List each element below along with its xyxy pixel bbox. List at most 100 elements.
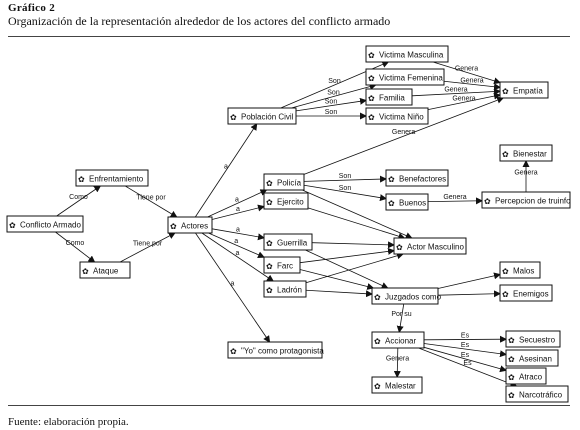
edge-line <box>299 269 375 290</box>
edge-accionar-atraco: Es <box>423 346 507 373</box>
concept-node-icon: ✿ <box>170 222 177 231</box>
node-malestar: ✿ Malestar <box>371 376 423 394</box>
concept-node-icon: ✿ <box>266 262 273 271</box>
node-box <box>505 330 561 348</box>
concept-node-icon: ✿ <box>266 179 273 188</box>
node-ladron: ✿ Ladrón <box>263 280 307 298</box>
edge-label: a <box>236 226 240 233</box>
edge-line <box>432 61 501 85</box>
node-label: Enemigos <box>513 290 549 299</box>
edge-label: Genera <box>444 87 467 94</box>
node-label: Malestar <box>385 382 416 391</box>
node-enemigos: ✿ Enemigos <box>499 284 553 302</box>
node-label: Benefactores <box>399 175 446 184</box>
edge-accionar-narco: Es <box>418 347 518 388</box>
node-box <box>263 256 301 274</box>
node-asesinan: ✿Asesinan <box>505 349 559 367</box>
node-box <box>263 233 313 251</box>
edge-line <box>427 92 501 111</box>
node-box <box>499 144 553 162</box>
edge-ladron-juzgados <box>305 289 373 298</box>
edge-accionar-asesinan: Es <box>423 342 507 358</box>
concept-node-icon: ✿ <box>502 290 509 299</box>
concept-node-icon: ✿ <box>374 382 381 391</box>
node-label: Actores <box>181 222 208 231</box>
node-box <box>263 173 305 191</box>
edge-label: Es <box>461 342 470 349</box>
node-enfrentamiento: ✿Enfrentamiento <box>75 169 149 187</box>
node-conflicto: ✿Conflicto Armado <box>6 215 84 233</box>
edge-label: Tiene por <box>136 195 166 202</box>
edge-vfem-empatia: Genera <box>443 77 501 91</box>
edge-policia-buenos: Son <box>303 184 387 202</box>
node-box <box>499 261 541 279</box>
node-vmasc: ✿Victima Masculina <box>365 45 449 63</box>
node-label: Juzgados como <box>385 293 442 302</box>
node-vfem: ✿Victima Femenina <box>365 68 445 86</box>
edge-line <box>427 197 483 205</box>
edge-line <box>393 347 401 378</box>
edge-actores-ejercito: a <box>211 204 265 220</box>
node-label: Victima Femenina <box>379 74 443 83</box>
edge-accionar-secuestro: Es <box>423 333 507 343</box>
edge-label: Es <box>463 360 472 367</box>
node-label: Victima Masculina <box>379 51 444 60</box>
node-box <box>263 280 307 298</box>
edge-ladron-actormasc <box>305 252 404 284</box>
concept-node-icon: ✿ <box>78 175 85 184</box>
node-box <box>385 169 449 187</box>
node-secuestro: ✿Secuestro <box>505 330 561 348</box>
node-label: Bienestar <box>513 150 547 159</box>
concept-node-icon: ✿ <box>388 199 395 208</box>
edge-line <box>211 228 265 241</box>
edge-line <box>423 346 507 373</box>
edge-juzgados-malos <box>437 272 501 289</box>
edge-line <box>119 232 176 263</box>
node-box <box>79 261 131 279</box>
bottom-rule <box>8 405 570 406</box>
node-box <box>6 215 84 233</box>
node-box <box>371 376 423 394</box>
edge-line <box>396 303 405 333</box>
edge-line <box>211 204 265 220</box>
node-buenos: ✿Buenos <box>385 193 429 211</box>
edge-line <box>56 185 102 217</box>
node-box <box>365 107 429 125</box>
concept-node-icon: ✿ <box>502 267 509 276</box>
edge-label: a <box>234 238 238 245</box>
node-ataque: ✿Ataque <box>79 261 131 279</box>
edge-line <box>201 232 274 282</box>
concept-node-icon: ✿ <box>374 337 381 346</box>
edge-line <box>208 232 265 258</box>
edge-vmasc-empatia: Genera <box>432 61 501 85</box>
edge-label: a <box>236 206 240 213</box>
edge-policia-empatia: Genera <box>303 96 505 175</box>
edge-ejercito-actormasc <box>307 207 406 240</box>
node-box <box>371 287 439 305</box>
node-empatia: ✿Empatía <box>499 81 549 99</box>
edge-poblacion-vfem: Son <box>291 83 377 109</box>
node-juzgados: ✿Juzgados como <box>371 287 442 305</box>
edge-label: Genera <box>443 194 466 201</box>
node-policia: ✿ Policía <box>263 173 305 191</box>
edge-actores-yo: a <box>195 232 271 343</box>
concept-node-icon: ✿ <box>266 198 273 207</box>
concept-node-icon: ✿ <box>368 94 375 103</box>
edge-line <box>423 343 507 358</box>
node-box <box>365 88 413 106</box>
edge-label: Es <box>461 333 470 340</box>
edge-familia-empatia: Genera <box>411 87 501 97</box>
edge-actores-guerrilla: a <box>211 226 265 241</box>
node-label: Ladrón <box>277 286 302 295</box>
node-label: Policía <box>277 179 302 188</box>
node-label: Conflicto Armado <box>20 221 81 230</box>
concept-node-icon: ✿ <box>266 286 273 295</box>
node-accionar: ✿ Accionar <box>371 331 425 349</box>
node-label: Accionar <box>385 337 416 346</box>
concept-node-icon: ✿ <box>230 347 237 356</box>
edge-label: Son <box>325 109 338 116</box>
node-malos: ✿Malos <box>499 261 541 279</box>
node-box <box>499 81 549 99</box>
edge-line <box>305 289 373 298</box>
